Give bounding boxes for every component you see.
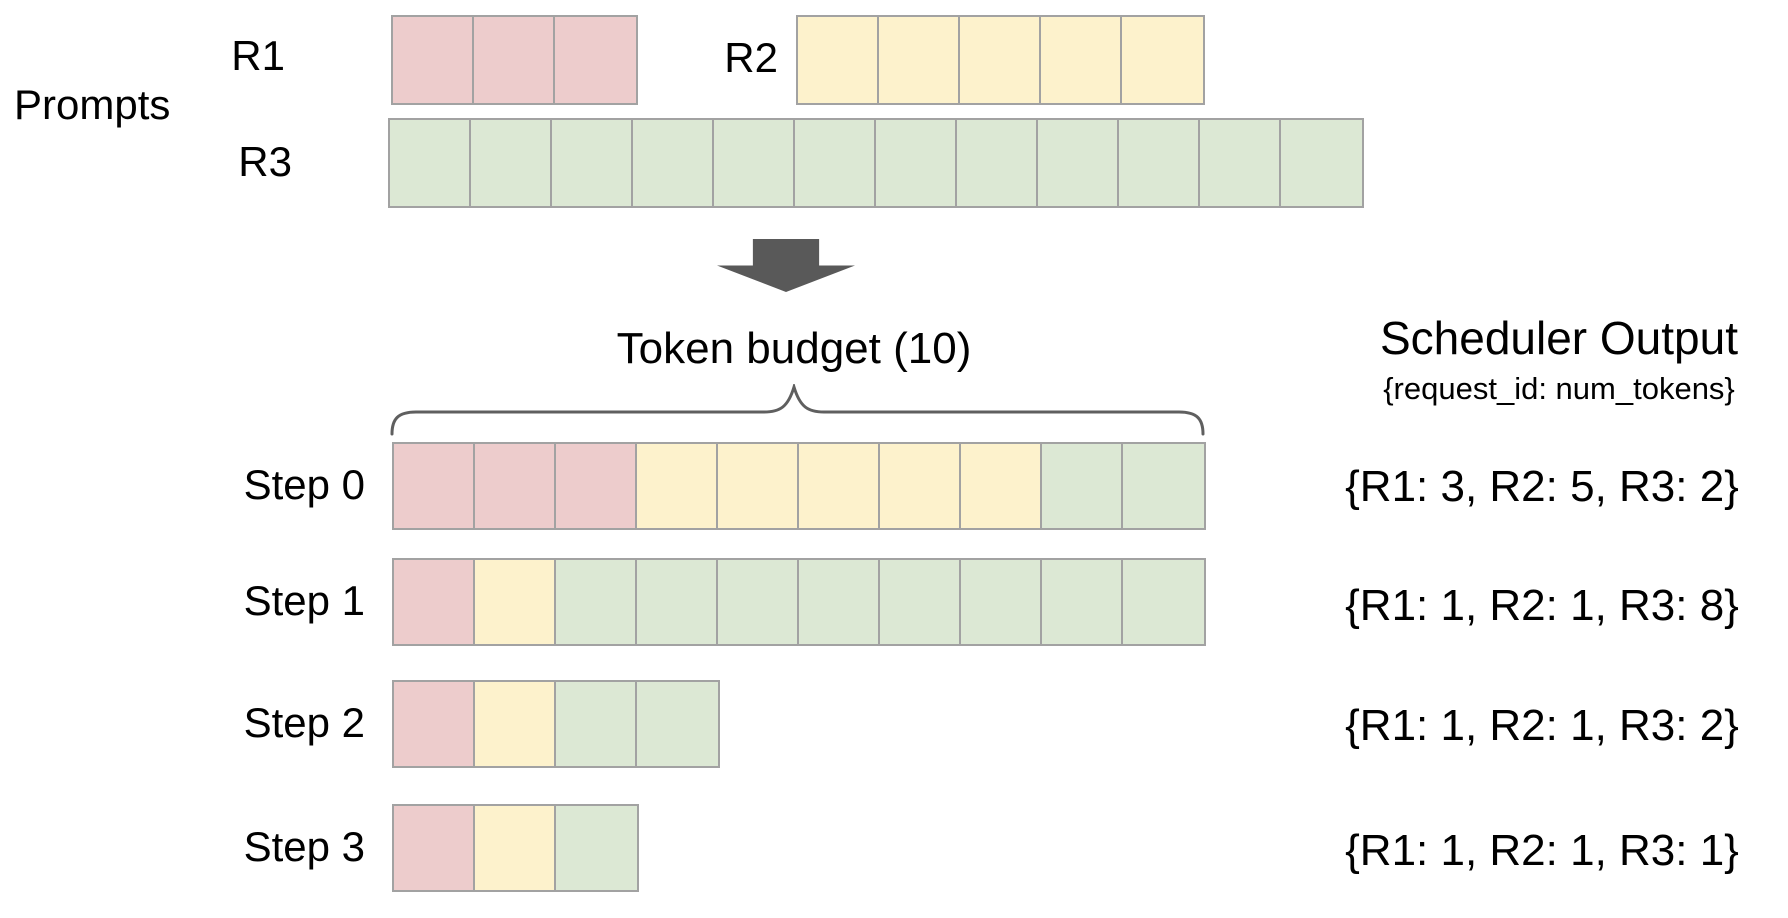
r2-token-cell — [880, 444, 961, 528]
r3-token-cell — [633, 120, 714, 206]
r1-token-cell — [394, 806, 475, 890]
r3-token-cell — [718, 560, 799, 644]
prompt-row-r1 — [391, 15, 638, 105]
r2-token-cell — [475, 806, 556, 890]
step-3-label: Step 3 — [243, 823, 365, 870]
r3-token-cell — [1042, 560, 1123, 644]
r1-token-cell — [556, 444, 637, 528]
r2-token-cell — [960, 17, 1041, 103]
prompt-label-r2: R2 — [724, 34, 778, 81]
r3-token-cell — [714, 120, 795, 206]
prompt-label-r1: R1 — [231, 32, 285, 79]
step-0-output: {R1: 3, R2: 5, R3: 2} — [1345, 462, 1739, 511]
r1-token-cell — [475, 444, 556, 528]
r3-token-cell — [1200, 120, 1281, 206]
r3-token-cell — [637, 560, 718, 644]
r3-token-cell — [471, 120, 552, 206]
r3-token-cell — [556, 682, 637, 766]
prompt-label-r3: R3 — [238, 138, 292, 185]
r2-token-cell — [1122, 17, 1203, 103]
scheduler-output-title: Scheduler Output — [1379, 312, 1738, 364]
r2-token-cell — [718, 444, 799, 528]
r3-token-cell — [637, 682, 718, 766]
r3-token-cell — [552, 120, 633, 206]
step-1-label: Step 1 — [243, 577, 365, 624]
r3-token-cell — [556, 560, 637, 644]
r2-token-cell — [798, 17, 879, 103]
step-1-row — [392, 558, 1206, 646]
r3-token-cell — [876, 120, 957, 206]
r3-token-cell — [390, 120, 471, 206]
r2-token-cell — [475, 682, 556, 766]
step-2-row — [392, 680, 720, 768]
r3-token-cell — [556, 806, 637, 890]
r2-token-cell — [879, 17, 960, 103]
token-budget-label: Token budget (10) — [616, 324, 972, 373]
prompt-row-r3 — [388, 118, 1364, 208]
r3-token-cell — [1123, 444, 1204, 528]
r1-token-cell — [394, 444, 475, 528]
step-0-label: Step 0 — [243, 461, 365, 508]
r3-token-cell — [1123, 560, 1204, 644]
r1-token-cell — [474, 17, 555, 103]
r3-token-cell — [957, 120, 1038, 206]
step-1-output: {R1: 1, R2: 1, R3: 8} — [1345, 581, 1739, 630]
step-0-row — [392, 442, 1206, 530]
r3-token-cell — [961, 560, 1042, 644]
prompt-row-r2 — [796, 15, 1205, 105]
step-2-output: {R1: 1, R2: 1, R3: 2} — [1345, 701, 1739, 750]
r2-token-cell — [1041, 17, 1122, 103]
step-2-label: Step 2 — [243, 699, 365, 746]
r2-token-cell — [637, 444, 718, 528]
r3-token-cell — [1038, 120, 1119, 206]
scheduler-output-subtitle: {request_id: num_tokens} — [1383, 371, 1735, 406]
r3-token-cell — [1119, 120, 1200, 206]
r1-token-cell — [394, 560, 475, 644]
r3-token-cell — [1042, 444, 1123, 528]
r3-token-cell — [799, 560, 880, 644]
r2-token-cell — [799, 444, 880, 528]
step-3-row — [392, 804, 639, 892]
r1-token-cell — [393, 17, 474, 103]
token-budget-brace — [390, 384, 1205, 436]
r1-token-cell — [555, 17, 636, 103]
r1-token-cell — [394, 682, 475, 766]
prompts-group-label: Prompts — [14, 81, 171, 128]
r3-token-cell — [880, 560, 961, 644]
r3-token-cell — [1281, 120, 1362, 206]
r2-token-cell — [961, 444, 1042, 528]
down-arrow-icon — [717, 239, 855, 292]
r2-token-cell — [475, 560, 556, 644]
step-3-output: {R1: 1, R2: 1, R3: 1} — [1345, 826, 1739, 875]
r3-token-cell — [795, 120, 876, 206]
